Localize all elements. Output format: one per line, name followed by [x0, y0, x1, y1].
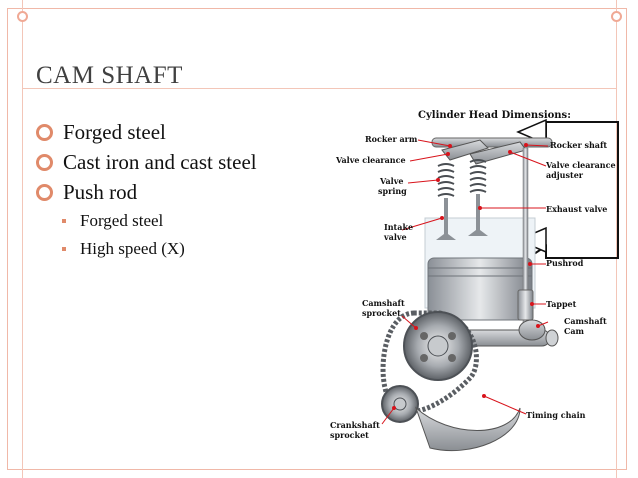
sub-bullet-text: Forged steel	[80, 211, 164, 230]
crankshaft-icon	[414, 406, 521, 452]
bullet-item: Forged steel	[36, 117, 257, 147]
label-camshaft-cam: Camshaft	[564, 316, 607, 326]
left-rail	[22, 0, 23, 478]
top-left-dot	[17, 11, 28, 22]
right-rail	[616, 0, 617, 478]
label-valve-clearance-adjuster: adjuster	[546, 170, 584, 180]
label-valve-clearance-adjuster: Valve clearance	[545, 160, 616, 170]
label-valve-spring: Valve	[379, 176, 403, 186]
bullet-item: Push rod	[36, 177, 257, 207]
label-tappet: Tappet	[546, 299, 577, 309]
top-right-dot	[611, 11, 622, 22]
cam-lobe-icon	[518, 319, 546, 341]
label-rocker-arm: Rocker arm	[365, 134, 418, 144]
sub-bullet-text: High speed (X)	[80, 239, 185, 258]
title-divider	[22, 88, 616, 89]
intake-valve-icon	[444, 198, 448, 238]
label-exhaust-valve: Exhaust valve	[546, 204, 607, 214]
timing-chain-icon	[380, 310, 479, 415]
slide-frame	[7, 8, 627, 470]
label-camshaft-sprocket: Camshaft	[362, 298, 405, 308]
bullet-list: Forged steel Cast iron and cast steel Pu…	[36, 117, 257, 263]
valve-spring-icon	[437, 159, 487, 197]
ring-bullet-icon	[36, 123, 53, 141]
square-bullet-icon	[62, 219, 66, 223]
leader-lines	[381, 139, 549, 425]
sub-bullet-item: High speed (X)	[62, 235, 257, 263]
bullet-text: Push rod	[63, 179, 138, 204]
sub-bullet-item: Forged steel	[62, 207, 257, 235]
piston-icon	[427, 257, 533, 321]
diagram-heading: Cylinder Head Dimensions:	[418, 110, 571, 121]
label-crankshaft-sprocket: sprocket	[330, 430, 369, 440]
exhaust-valve-icon	[476, 194, 480, 234]
valvetrain-diagram: Cylinder Head Dimensions:	[330, 110, 619, 452]
label-valve-clearance: Valve clearance	[335, 155, 406, 165]
ring-bullet-icon	[36, 183, 53, 201]
label-rocker-shaft: Rocker shaft	[550, 140, 607, 150]
ring-bullet-icon	[36, 153, 53, 171]
label-camshaft-sprocket: sprocket	[362, 308, 401, 318]
label-camshaft-cam: Cam	[564, 326, 585, 336]
bullet-text: Cast iron and cast steel	[63, 149, 257, 174]
slide-title: CAM SHAFT	[36, 62, 183, 89]
label-intake-valve: Intake	[384, 222, 413, 232]
label-timing-chain: Timing chain	[526, 410, 586, 420]
square-bullet-icon	[62, 247, 66, 251]
rocker-arm-icon	[441, 139, 489, 161]
label-crankshaft-sprocket: Crankshaft	[330, 420, 380, 430]
label-intake-valve: valve	[383, 232, 407, 242]
bullet-text: Forged steel	[63, 119, 166, 144]
label-pushrod: Pushrod	[546, 258, 584, 268]
bullet-item: Cast iron and cast steel	[36, 147, 257, 177]
label-valve-spring: spring	[378, 186, 407, 196]
